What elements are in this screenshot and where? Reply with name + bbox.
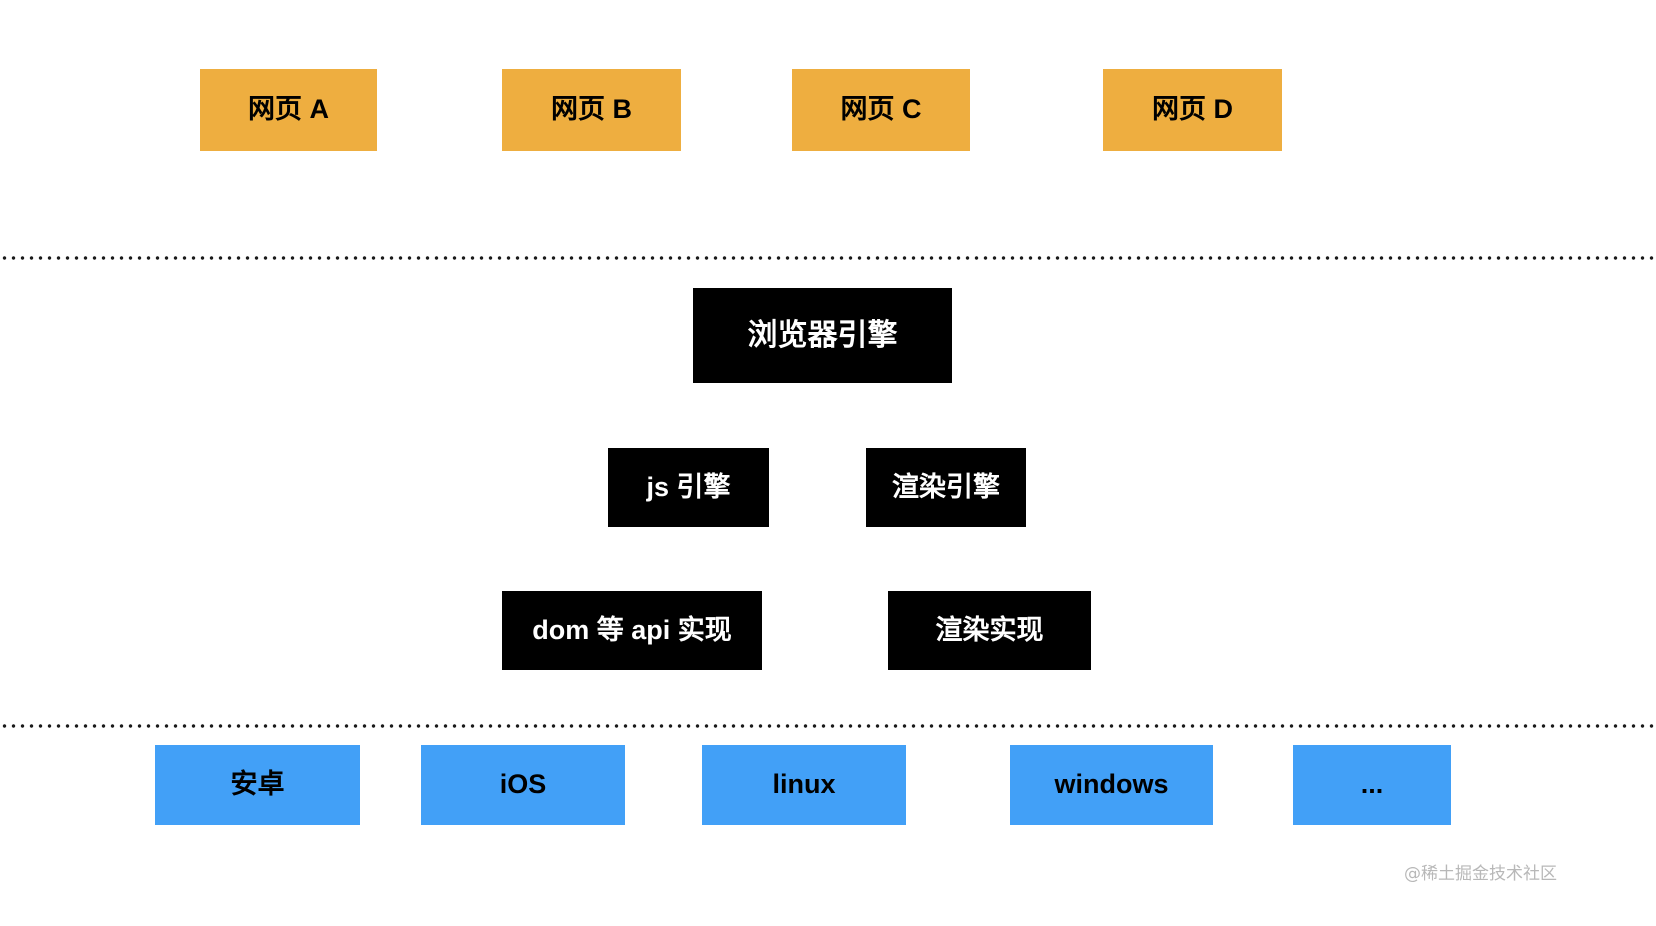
node-sub-engines-1[interactable]: 渲染引擎	[866, 448, 1026, 527]
node-browser-engine-0[interactable]: 浏览器引擎	[693, 288, 952, 383]
node-label: 浏览器引擎	[747, 319, 898, 352]
node-sub-engines-0[interactable]: js 引擎	[608, 448, 769, 527]
divider-top	[0, 256, 1656, 260]
node-operating-systems-2[interactable]: linux	[702, 745, 906, 825]
node-label: 网页 A	[248, 94, 329, 125]
node-label: 网页 B	[551, 94, 632, 125]
node-label: 网页 C	[840, 94, 922, 125]
node-operating-systems-3[interactable]: windows	[1010, 745, 1213, 825]
node-web-pages-3[interactable]: 网页 D	[1103, 69, 1282, 151]
node-label: linux	[772, 769, 836, 800]
node-label: 渲染引擎	[892, 471, 1000, 502]
node-implementations-0[interactable]: dom 等 api 实现	[502, 591, 762, 670]
node-implementations-1[interactable]: 渲染实现	[888, 591, 1091, 670]
node-label: 网页 D	[1152, 94, 1233, 125]
node-label: ...	[1360, 769, 1384, 800]
node-web-pages-0[interactable]: 网页 A	[200, 69, 377, 151]
node-label: windows	[1054, 769, 1169, 800]
node-operating-systems-4[interactable]: ...	[1293, 745, 1451, 825]
node-label: 渲染实现	[935, 614, 1044, 645]
watermark-label: @稀土掘金技术社区	[1404, 864, 1557, 884]
divider-bottom	[0, 724, 1656, 728]
node-operating-systems-0[interactable]: 安卓	[155, 745, 360, 825]
node-label: 安卓	[230, 769, 285, 800]
node-operating-systems-1[interactable]: iOS	[421, 745, 625, 825]
node-web-pages-2[interactable]: 网页 C	[792, 69, 970, 151]
node-label: js 引擎	[646, 471, 731, 502]
node-label: dom 等 api 实现	[532, 614, 732, 645]
node-label: iOS	[499, 769, 547, 800]
node-web-pages-1[interactable]: 网页 B	[502, 69, 681, 151]
